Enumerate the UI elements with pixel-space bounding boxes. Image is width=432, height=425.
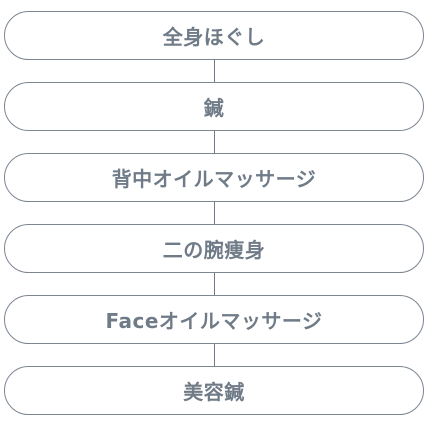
connector-line xyxy=(214,201,215,224)
step-acupuncture: 鍼 xyxy=(4,82,424,131)
step-full-body-loosening: 全身ほぐし xyxy=(4,11,424,60)
connector-line xyxy=(214,130,215,153)
step-face-oil-massage: Faceオイルマッサージ xyxy=(4,295,424,344)
step-cosmetic-acupuncture: 美容鍼 xyxy=(4,366,424,415)
step-upper-arm-slimming: 二の腕痩身 xyxy=(4,224,424,273)
connector-line xyxy=(214,343,215,366)
connector-line xyxy=(214,59,215,82)
step-back-oil-massage: 背中オイルマッサージ xyxy=(4,153,424,202)
connector-line xyxy=(214,272,215,295)
